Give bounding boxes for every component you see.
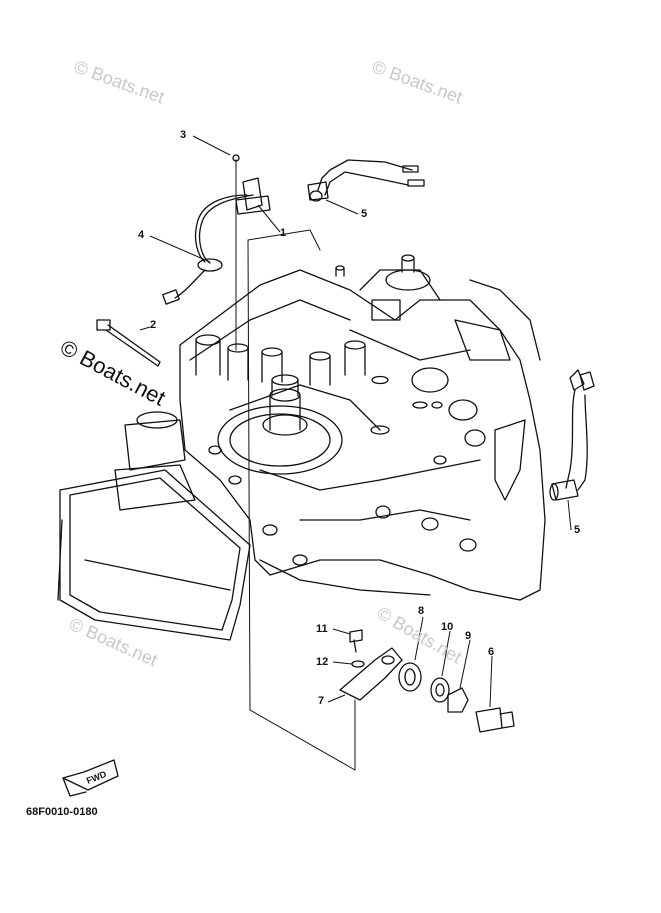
callout-6: 6 (488, 646, 495, 658)
callout-10: 10 (441, 621, 454, 633)
callout-2: 2 (150, 319, 157, 331)
callout-11: 11 (316, 623, 328, 635)
callout-1: 1 (280, 227, 287, 239)
callout-5-right: 5 (574, 524, 581, 536)
engine-bosses (195, 254, 526, 566)
callout-8: 8 (418, 605, 425, 617)
fwd-label: FWD (85, 769, 108, 786)
thermo-sensor-group (339, 629, 515, 733)
callout-3: 3 (180, 129, 187, 141)
engine-block (179, 269, 546, 601)
callout-9: 9 (465, 630, 472, 642)
part-code: 68F0010-0180 (26, 806, 98, 818)
callout-4: 4 (138, 229, 145, 241)
stator-assembly (217, 374, 343, 475)
gear-housing (114, 411, 196, 511)
callout-12: 12 (316, 656, 329, 668)
callout-7: 7 (318, 695, 325, 707)
leader-frames (235, 159, 356, 771)
sensor-wire-right (549, 369, 595, 501)
pulser-coil (162, 154, 271, 305)
callout-5-upper: 5 (361, 208, 368, 220)
sensor-wire-upper (307, 159, 425, 202)
cover-plate (57, 469, 251, 641)
cable-tie (96, 319, 161, 367)
fwd-arrow-icon (62, 759, 119, 797)
